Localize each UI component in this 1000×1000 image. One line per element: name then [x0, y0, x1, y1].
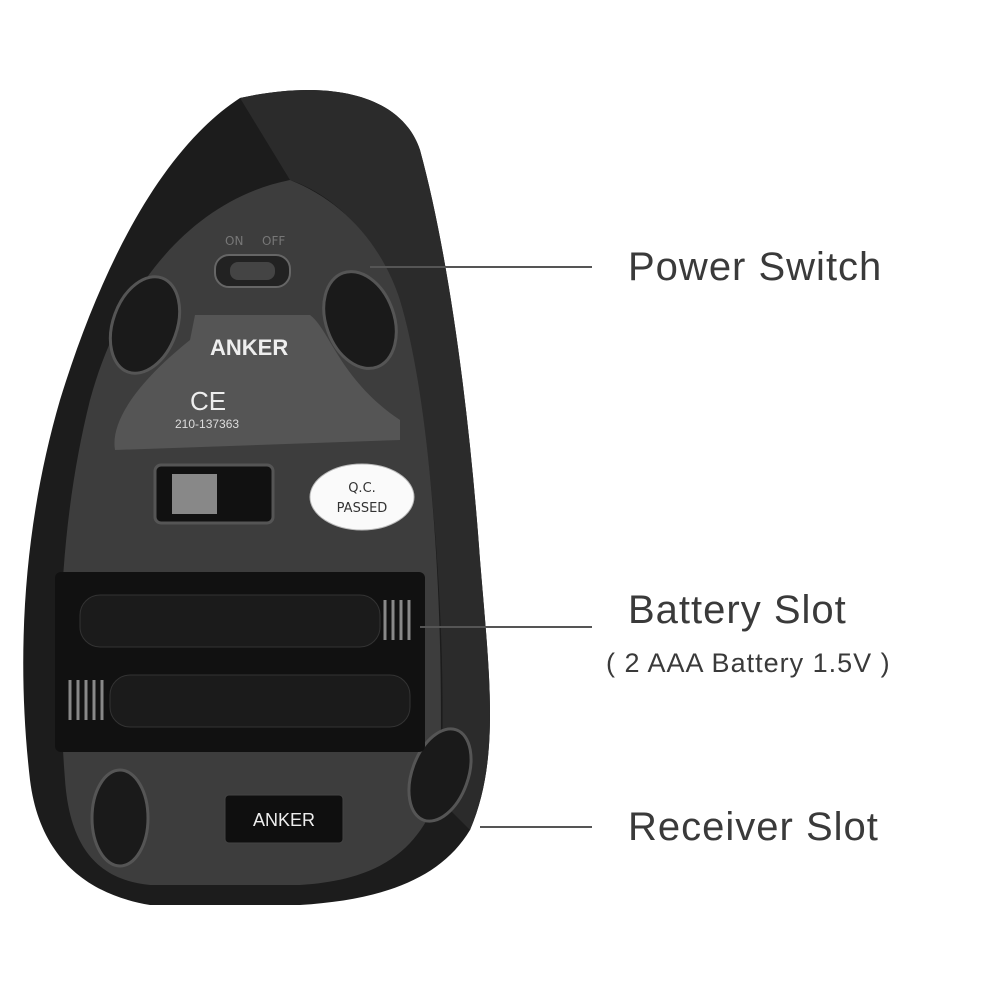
regulatory-label [114, 315, 401, 450]
foot-top-right [322, 270, 398, 370]
foot-bottom-right [407, 727, 473, 823]
mouse-right-shell [240, 89, 490, 830]
battery-1 [79, 594, 381, 648]
label-logo: ANKER [210, 335, 288, 360]
svg-text:Q.C.: Q.C. [348, 481, 376, 496]
battery-2 [109, 674, 411, 728]
switch-off-label: OFF [262, 234, 285, 248]
power-switch-leader-line [370, 266, 592, 268]
foot-top-left [108, 275, 182, 375]
battery-slot-leader-line [420, 626, 592, 628]
qc-sticker [309, 463, 415, 531]
battery-slot-label: Battery Slot [628, 588, 847, 632]
foot-bottom-left [90, 768, 150, 868]
ce-mark: CE [190, 386, 226, 416]
receiver-slot-label: Receiver Slot [628, 805, 879, 849]
battery-springs [68, 600, 411, 720]
receiver-slot [224, 794, 344, 844]
certification-number: 210-137363 [175, 417, 239, 431]
power-switch-label: Power Switch [628, 245, 883, 289]
switch-on-label: ON [225, 234, 243, 248]
receiver-slot-leader-line [480, 826, 592, 828]
receiver-logo: ANKER [253, 810, 315, 830]
battery-spec-label: ( 2 AAA Battery 1.5V ) [606, 648, 891, 678]
svg-text:PASSED: PASSED [337, 501, 388, 516]
